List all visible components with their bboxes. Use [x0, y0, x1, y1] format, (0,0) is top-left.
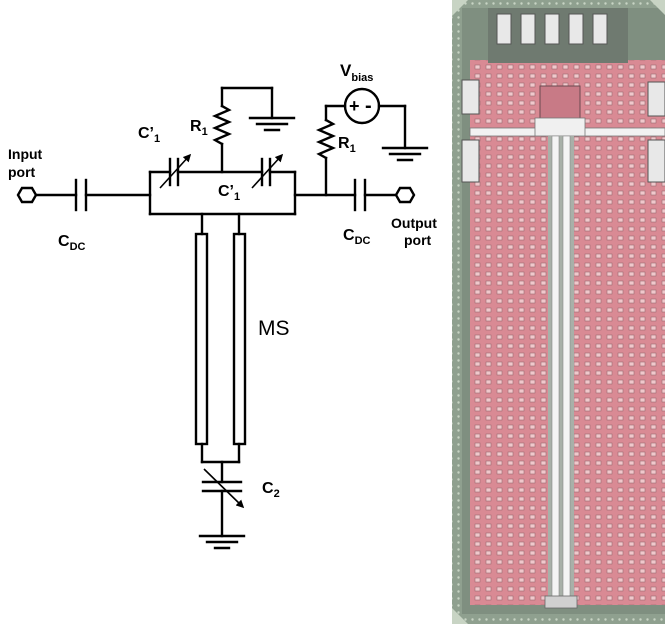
r1-right-label: R1: [338, 135, 356, 155]
schematic: Input port CDC C’1: [8, 61, 441, 550]
microstrip-line-left: [194, 232, 209, 446]
ground-icon: [248, 116, 296, 132]
c1-left-label: C’1: [138, 125, 160, 145]
microstrip-line-right: [232, 232, 247, 446]
cdc-left-label: CDC: [58, 233, 86, 253]
chip-microstrip: [548, 135, 574, 606]
ground-icon: [198, 534, 246, 550]
svg-text:-: -: [365, 95, 372, 117]
chip-micrograph: [452, 0, 665, 624]
cdc-left-capacitor: [74, 178, 88, 212]
chip-pads-side: [461, 79, 665, 183]
vbias-label: Vbias: [340, 61, 373, 84]
chip-pads-top: [496, 13, 608, 45]
r1-left-resistor: [211, 104, 233, 146]
c2-label: C2: [262, 480, 280, 500]
c1-right-label: C’1: [218, 183, 240, 203]
output-port-terminal: [394, 186, 416, 204]
ms-label: MS: [258, 317, 290, 340]
ground-icon: [381, 146, 429, 162]
vbias-source-icon: + -: [343, 87, 381, 125]
r1-right-resistor: [315, 118, 337, 160]
input-port-label: Input port: [8, 146, 46, 180]
cdc-right-label: CDC: [343, 227, 371, 247]
cdc-right-capacitor: [353, 178, 367, 212]
output-port-label: Output port: [391, 215, 441, 248]
svg-text:+: +: [349, 96, 360, 116]
input-port-terminal: [16, 186, 38, 204]
r1-left-label: R1: [190, 118, 208, 138]
